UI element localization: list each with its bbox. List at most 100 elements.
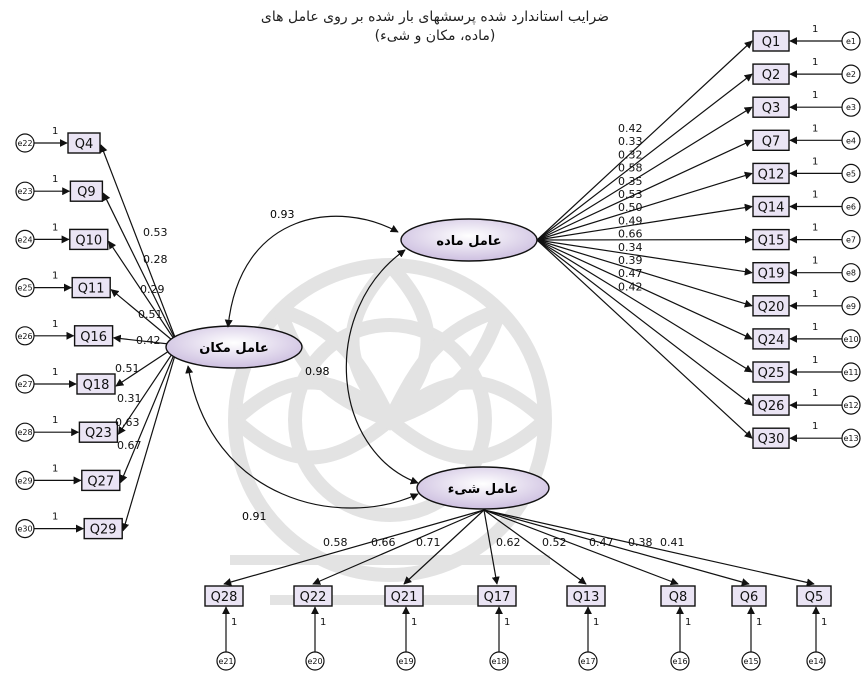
place-item-q29-loading-label: 0.67 (117, 439, 142, 452)
material-item-q1-label: Q1 (762, 35, 781, 50)
place-item-q16-label: Q16 (80, 330, 107, 345)
place-item-q29-loading-arrow (121, 344, 179, 532)
factor-place: عامل مکان (165, 325, 303, 369)
material-item-q2-box (752, 63, 790, 85)
object-item-q8-box (660, 585, 696, 607)
material-item-q3-box (752, 96, 790, 118)
place-item-q16-loading-label: 0.42 (136, 334, 161, 347)
material-item-q19-label: Q19 (758, 267, 785, 282)
place-item-q23-loading-label: 0.31 (117, 392, 142, 405)
material-item-q7-error-circle (841, 130, 861, 150)
material-item-q20-error-circle (841, 296, 861, 316)
object-item-q6-loading-label: 0.38 (628, 536, 653, 549)
place-item-q10-label: Q10 (75, 233, 102, 248)
object-item-q13-box (566, 585, 606, 607)
place-item-q29-error-label: e30 (17, 525, 32, 534)
material-item-q30-loading-arrow (536, 239, 753, 439)
object-item-q8-loading-label: 0.47 (589, 536, 614, 549)
material-item-q7-label: Q7 (762, 134, 781, 149)
material-item-q26-error-weight: 1 (812, 388, 818, 399)
place-item-q18-error-label: e27 (17, 380, 32, 389)
object-item-q22-error-label: e20 (307, 657, 322, 666)
place-item-q18-error-circle (15, 374, 35, 394)
material-item-q1-error-circle (841, 31, 861, 51)
place-item-q4-loading-arrow (99, 144, 179, 346)
material-item-q2-loading-arrow (536, 73, 753, 241)
material-item-q1-error-label: e1 (846, 37, 856, 46)
place-item-q4-label: Q4 (75, 137, 94, 152)
material-item-q26-loading-label: 0.47 (618, 267, 643, 280)
material-item-q19-box (752, 262, 790, 284)
place-item-q18-error-weight: 1 (52, 367, 58, 378)
material-item-q12-loading-arrow (536, 171, 753, 241)
material-item-q25-label: Q25 (758, 366, 785, 381)
object-item-q5-loading-arrow (483, 509, 815, 587)
object-item-q5-label: Q5 (805, 590, 824, 605)
material-item-q15-loading-label: 0.50 (618, 201, 643, 214)
object-item-q8-error-weight: 1 (685, 617, 691, 628)
material-item-q25-error-weight: 1 (812, 355, 818, 366)
object-item-q17-error-circle (489, 651, 509, 671)
object-item-q8-error-label: e16 (672, 657, 687, 666)
factor-place-label: عامل مکان (199, 341, 269, 356)
material-item-q24-box (752, 328, 790, 350)
object-item-q17-box (477, 585, 517, 607)
material-item-q30-error-weight: 1 (812, 421, 818, 432)
object-item-q21-loading-label: 0.71 (416, 536, 441, 549)
material-item-q24-loading-arrow (536, 239, 753, 340)
material-item-q15-label: Q15 (758, 234, 785, 249)
material-item-q1-error-weight: 1 (812, 24, 818, 35)
material-item-q20-loading-arrow (536, 239, 753, 308)
material-item-q26-label: Q26 (758, 399, 785, 414)
place-item-q10-error-label: e24 (17, 235, 32, 244)
material-item-q30-error-circle (841, 428, 861, 448)
place-item-q10-loading-label: 0.29 (140, 283, 165, 296)
material-item-q15-error-circle (841, 230, 861, 250)
object-item-q8-loading-arrow (483, 509, 679, 586)
place-item-q23-error-label: e28 (17, 428, 32, 437)
material-item-q19-loading-label: 0.49 (618, 214, 643, 227)
place-item-q23-loading-arrow (117, 344, 179, 435)
object-item-q6-error-label: e15 (743, 657, 758, 666)
place-item-q16-error-label: e26 (17, 332, 32, 341)
material-item-q24-error-label: e10 (843, 335, 858, 344)
place-item-q16-error-circle (15, 326, 35, 346)
place-item-q18-box (76, 373, 116, 395)
object-item-q28-box (204, 585, 244, 607)
object-item-q22-box (293, 585, 333, 607)
place-item-q27-box (81, 469, 121, 492)
material-item-q15-error-label: e7 (846, 236, 856, 245)
material-item-q2-loading-label: 0.33 (618, 135, 643, 148)
material-item-q15-error-weight: 1 (812, 223, 818, 234)
material-item-q7-loading-arrow (536, 139, 753, 241)
object-item-q28-loading-label: 0.58 (323, 536, 348, 549)
title-line-1: ضرایب استاندارد شده پرسشهای بار شده بر ر… (260, 9, 610, 25)
material-item-q1-loading-label: 0.42 (618, 122, 643, 135)
material-item-q26-loading-arrow (536, 239, 753, 406)
material-item-q20-box (752, 295, 790, 317)
material-item-q19-error-circle (841, 263, 861, 283)
material-item-q26-box (752, 394, 790, 416)
factor-material-ellipse (400, 218, 538, 262)
place-item-q27-loading-label: 0.63 (115, 416, 140, 429)
object-item-q13-error-label: e17 (580, 657, 595, 666)
place-item-q11-loading-label: 0.51 (138, 308, 163, 321)
object-item-q21-error-circle (396, 651, 416, 671)
material-item-q19-error-label: e8 (846, 269, 856, 278)
object-item-q17-label: Q17 (484, 590, 511, 605)
material-item-q25-error-label: e11 (843, 368, 858, 377)
place-item-q29-box (83, 517, 123, 540)
material-item-q7-loading-label: 0.58 (618, 162, 643, 175)
material-item-q12-error-circle (841, 163, 861, 183)
material-item-q25-error-circle (841, 362, 861, 382)
material-item-q12-error-weight: 1 (812, 156, 818, 167)
object-item-q28-error-circle (216, 651, 236, 671)
object-item-q13-loading-arrow (483, 509, 587, 585)
place-item-q9-error-label: e23 (17, 187, 32, 196)
place-item-q23-label: Q23 (85, 426, 112, 441)
place-item-q11-error-label: e25 (17, 284, 32, 293)
material-item-q3-loading-label: 0.32 (618, 148, 643, 161)
material-item-q12-box (752, 162, 790, 185)
object-item-q22-label: Q22 (300, 590, 327, 605)
object-item-q6-error-circle (741, 651, 761, 671)
